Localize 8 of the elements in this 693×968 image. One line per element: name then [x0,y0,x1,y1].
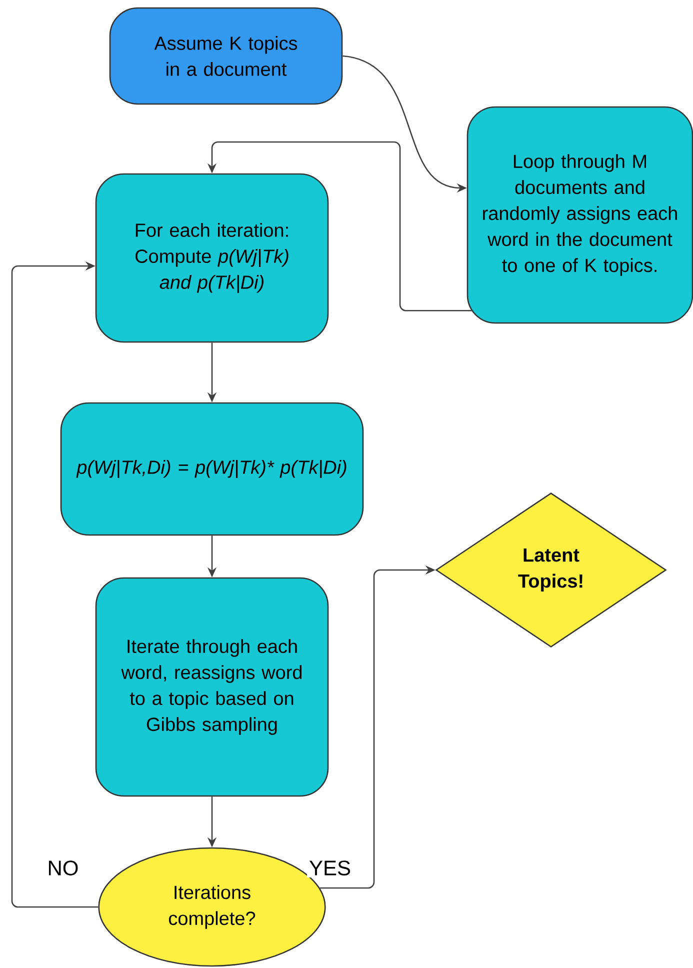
start-box: Assume K topics in a document [109,7,343,105]
arrow [11,261,98,908]
process-box: Loop through M documents and randomly assigns each word in the document to one of K topics. [466,106,693,324]
process-box: For each iteration: Compute p(Wj|Tk) and p(Tk|Di) [95,173,329,343]
process-box: p(Wj|Tk,Di) = p(Wj|Tk)* p(Tk|Di) [60,402,364,536]
process-box: Iterate through each word, reassigns word to a topic based on Gibbs sampling [95,577,329,797]
edge-label: NO [45,858,81,878]
edge-label: YES [307,858,354,878]
